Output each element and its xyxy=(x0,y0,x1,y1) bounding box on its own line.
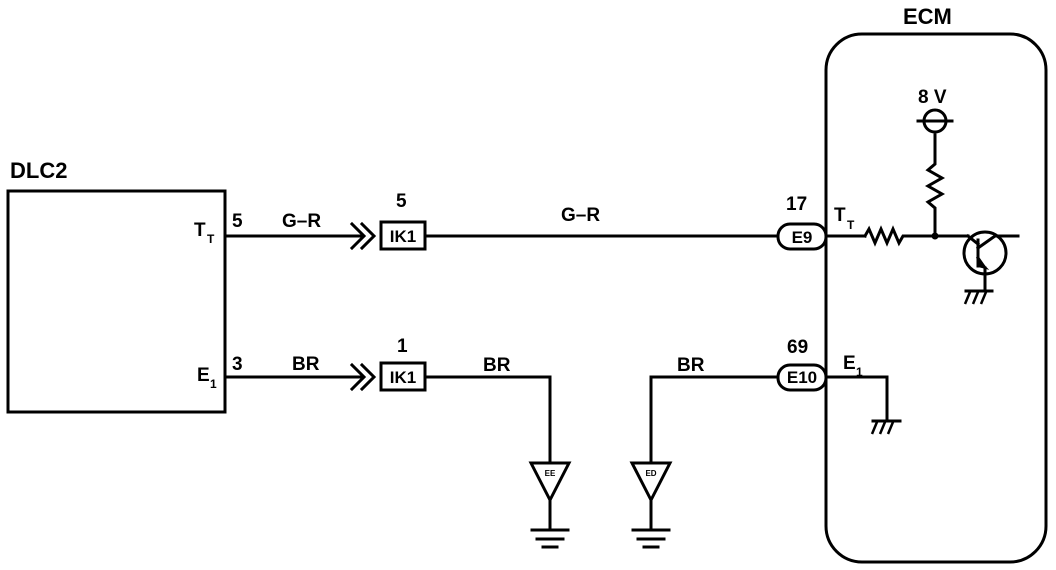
connector-e9-label: E9 xyxy=(792,228,813,247)
ground-ee-label: EE xyxy=(545,469,556,478)
ecm-pin-69-number: 69 xyxy=(787,337,808,358)
dlc2-pin-e1-label: E 1 xyxy=(197,365,217,391)
wire-bottom-color-label: BR xyxy=(292,354,320,375)
connector-ik1-top-chevron xyxy=(349,221,377,251)
connector-ik1-top-pin-number: 5 xyxy=(396,191,407,212)
dlc2-pin-5-number: 5 xyxy=(232,211,243,232)
dlc2-box xyxy=(6,189,227,414)
ground-ee-triangle xyxy=(528,461,572,504)
ecm-pin-tt-label: T T xyxy=(834,205,855,232)
dlc2-pin-3-number: 3 xyxy=(232,354,243,375)
wire-top-color-label-2: G–R xyxy=(561,205,600,226)
connector-ik1-top-label: IK1 xyxy=(390,227,416,246)
ground-ed-icon xyxy=(631,498,671,549)
svg-text:E: E xyxy=(843,353,856,374)
svg-text:T: T xyxy=(194,220,206,241)
svg-text:E: E xyxy=(197,365,210,386)
ecm-box xyxy=(824,32,1048,564)
ecm-transistor-icon xyxy=(962,230,1020,292)
ecm-pullup-resistor xyxy=(924,133,946,238)
ecm-pin-e1-label: E 1 xyxy=(843,353,863,379)
ecm-e1-wire xyxy=(824,375,889,422)
ecm-e1-ground-icon xyxy=(870,419,902,435)
ecm-supply-label: 8 V xyxy=(918,87,947,108)
svg-text:1: 1 xyxy=(856,365,863,379)
connector-e10-label: E10 xyxy=(787,368,817,387)
connector-ik1-bottom-label: IK1 xyxy=(390,368,416,387)
dlc2-pin-tt-label: T T xyxy=(194,220,215,246)
svg-text:T: T xyxy=(834,205,846,226)
ground-ed-label: ED xyxy=(645,469,656,478)
ecm-input-resistor xyxy=(862,225,970,247)
wire-top-color-label: G–R xyxy=(282,211,321,232)
ecm-pin-17-number: 17 xyxy=(786,194,807,215)
svg-text:1: 1 xyxy=(210,377,217,391)
ecm-supply-terminal-icon xyxy=(916,108,954,134)
ecm-title: ECM xyxy=(903,4,952,29)
ground-ed-triangle xyxy=(629,461,673,504)
wire-ecm-ground-segment xyxy=(649,375,780,465)
ground-ee-icon xyxy=(530,498,570,549)
wire-bottom-segment-ground xyxy=(423,375,552,465)
svg-text:T: T xyxy=(847,218,855,232)
ecm-transistor-ground-icon xyxy=(963,289,994,305)
svg-text:T: T xyxy=(207,232,215,246)
dlc2-title: DLC2 xyxy=(10,158,67,183)
wire-bottom-color-label-2: BR xyxy=(483,355,511,376)
connector-ik1-bottom-chevron xyxy=(349,362,377,392)
wire-ecm-ground-color-label: BR xyxy=(677,355,705,376)
connector-ik1-bottom-pin-number: 1 xyxy=(397,336,408,357)
